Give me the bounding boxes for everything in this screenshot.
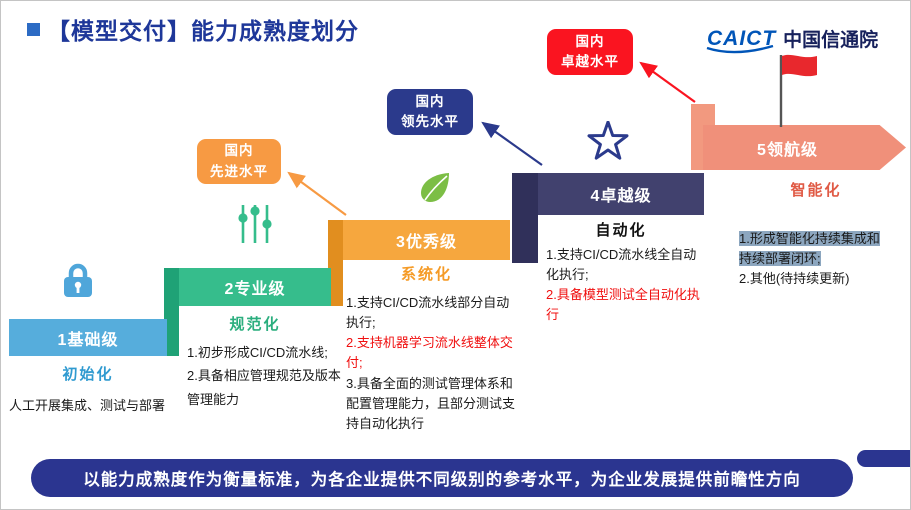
level-1-stage: 初始化: [62, 366, 114, 383]
arrow-to-advanced-badge: [287, 171, 347, 216]
level-5-stage: 智能化: [790, 182, 842, 199]
caict-logo-abbr: CAICT: [707, 26, 777, 50]
desc-line: 1.支持CI/CD流水线部分自动执行;: [346, 295, 510, 331]
level-3-riser: [328, 220, 343, 306]
desc-line-red: 2.具备模型测试全自动化执行: [546, 287, 700, 323]
level-1-bar: 1基础级: [9, 319, 167, 356]
level-4-stage: 自动化: [595, 222, 647, 239]
badge-line: 卓越水平: [561, 54, 619, 69]
badge-domestic-outstanding: 国内 卓越水平: [547, 29, 633, 75]
level-3-bar: 3优秀级: [343, 220, 510, 260]
level-4-riser: [512, 173, 538, 263]
leaf-icon: [421, 173, 449, 202]
level-2-riser: [164, 268, 179, 356]
level-1-desc: 人工开展集成、测试与部署: [9, 396, 181, 416]
bottom-banner: 以能力成熟度作为衡量标准，为各企业提供不同级别的参考水平，为企业发展提供前瞻性方…: [31, 459, 853, 497]
desc-line-red: 2.支持机器学习流水线整体交付;: [346, 335, 513, 371]
badge-line: 国内: [224, 143, 254, 159]
level-5-arrow-bar: 5领航级: [703, 125, 906, 170]
title-bullet: [27, 23, 40, 36]
page-title: 【模型交付】能力成熟度划分: [47, 18, 359, 44]
level-3-stage: 系统化: [400, 266, 452, 283]
arrow-to-leading-badge: [481, 121, 543, 166]
badge-line: 先进水平: [210, 163, 268, 179]
level-5-desc: 1.形成智能化持续集成和持续部署闭环; 2.其他(待持续更新): [739, 229, 885, 289]
level-2-desc: 1.初步形成CI/CD流水线; 2.具备相应管理规范及版本管理能力: [187, 341, 343, 411]
desc-line: 人工开展集成、测试与部署: [9, 398, 166, 413]
level-3-desc: 1.支持CI/CD流水线部分自动执行; 2.支持机器学习流水线整体交付; 3.具…: [346, 293, 518, 434]
badge-line: 国内: [415, 93, 445, 109]
star-icon: [587, 121, 629, 160]
desc-line: 1.初步形成CI/CD流水线;: [187, 345, 328, 360]
level-4-bar: 4卓越级: [538, 173, 704, 215]
level-2-stage: 规范化: [229, 316, 281, 333]
desc-line: 3.具备全面的测试管理体系和配置管理能力，且部分测试支持自动化执行: [346, 375, 516, 431]
level-2-bar: 2专业级: [179, 268, 331, 306]
badge-domestic-leading: 国内 领先水平: [387, 89, 473, 135]
lock-icon: [64, 263, 92, 297]
bottom-right-strip: [857, 450, 910, 467]
desc-line: 2.其他(待持续更新): [739, 271, 850, 287]
desc-line: 1.支持CI/CD流水线全自动化执行;: [546, 247, 697, 283]
sliders-icon: [238, 205, 272, 243]
desc-line: 2.具备相应管理规范及版本管理能力: [187, 368, 341, 407]
desc-line-highlighted: 1.形成智能化持续集成和持续部署闭环;: [739, 231, 880, 267]
logo-swoosh-icon: [706, 44, 774, 53]
flag-icon: [779, 54, 817, 127]
caict-logo: CAICT 中国信通院: [706, 25, 879, 53]
badge-line: 领先水平: [401, 114, 459, 129]
caict-logo-name: 中国信通院: [783, 30, 879, 51]
badge-domestic-advanced: 国内 先进水平: [197, 139, 281, 184]
level-4-desc: 1.支持CI/CD流水线全自动化执行; 2.具备模型测试全自动化执行: [546, 245, 708, 326]
arrow-to-outstanding-badge: [639, 61, 696, 103]
badge-line: 国内: [575, 33, 605, 49]
